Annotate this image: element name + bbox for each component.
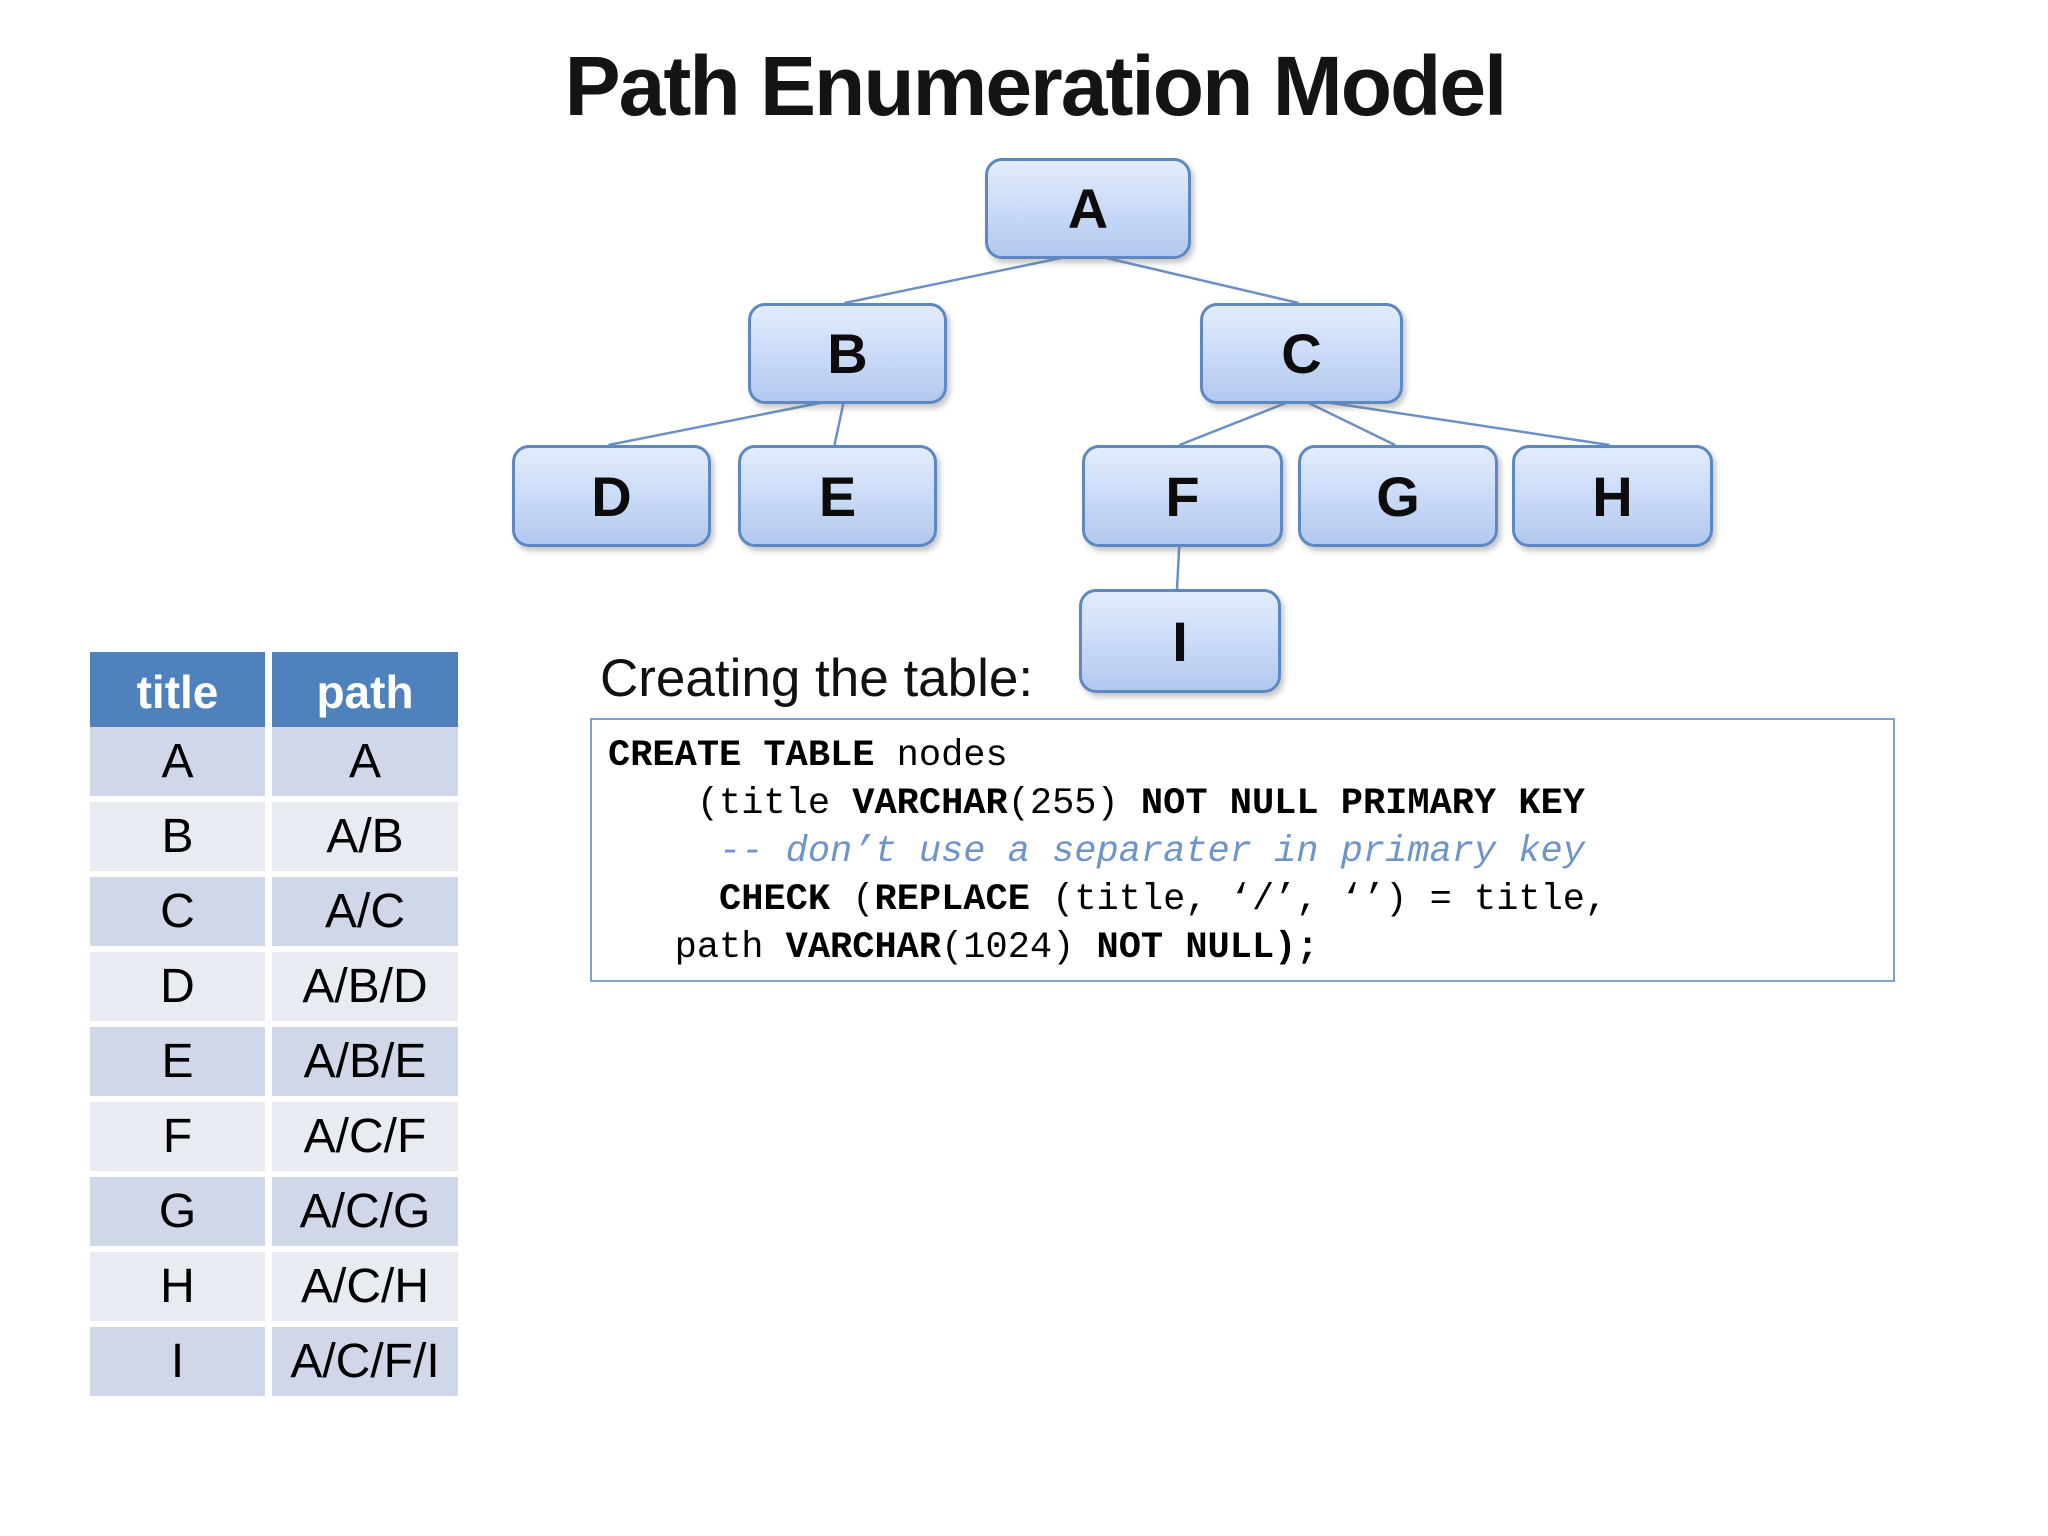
code-line: -- don’t use a separater in primary key: [608, 828, 1893, 876]
code-section-label: Creating the table:: [600, 649, 1034, 708]
code-keyword: REPLACE: [874, 879, 1030, 921]
code-keyword: CREATE TABLE: [608, 735, 875, 777]
code-keyword: NOT NULL PRIMARY KEY: [1140, 783, 1585, 825]
tree-node-e: E: [738, 445, 937, 547]
tree-node-label: E: [818, 464, 857, 528]
tree-node-b: B: [748, 303, 947, 404]
code-text: (: [830, 879, 875, 921]
table-cell-path: A/C/H: [272, 1252, 458, 1321]
code-text: path: [608, 927, 786, 969]
code-line: CHECK (REPLACE (title, ‘/’, ‘’) = title,: [608, 876, 1893, 924]
tree-node-g: G: [1298, 445, 1498, 547]
code-text: nodes: [874, 735, 1008, 777]
table-cell-title: H: [90, 1252, 265, 1321]
table-cell-path: A/C/F: [272, 1102, 458, 1171]
table-cell-title: G: [90, 1177, 265, 1246]
tree-edge-c-g: [1297, 396, 1396, 447]
tree-node-i: I: [1079, 589, 1281, 693]
table-cell-title: B: [90, 802, 265, 871]
code-comment: -- don’t use a separater in primary key: [608, 831, 1585, 873]
table-cell-title: I: [90, 1327, 265, 1396]
code-line: path VARCHAR(1024) NOT NULL);: [608, 924, 1893, 972]
code-keyword: VARCHAR: [785, 927, 942, 969]
table-cell-path: A/C/G: [272, 1177, 458, 1246]
sql-code-box: CREATE TABLE nodes (title VARCHAR(255) N…: [590, 718, 1895, 982]
tree-node-label: C: [1281, 322, 1322, 385]
tree-edge-a-c: [1084, 251, 1299, 305]
table-cell-path: A/C/F/I: [272, 1327, 458, 1396]
tree-edge-f-i: [1175, 540, 1181, 590]
table-header-title: title: [90, 652, 265, 732]
table-cell-path: A/C: [272, 877, 458, 946]
tree-edge-c-h: [1298, 396, 1610, 447]
code-text: (title, ‘/’, ‘’) = title,: [1029, 879, 1608, 921]
tree-edge-c-f: [1179, 396, 1299, 447]
code-text: (title: [608, 783, 853, 825]
code-keyword: NOT NULL);: [1096, 927, 1319, 969]
table-header-path: path: [272, 652, 458, 732]
table-cell-title: E: [90, 1027, 265, 1096]
tree-node-label: I: [1172, 609, 1188, 673]
tree-edge-b-d: [608, 396, 845, 447]
table-cell-path: A/B: [272, 802, 458, 871]
tree-node-label: D: [591, 464, 632, 528]
table-cell-title: F: [90, 1102, 265, 1171]
tree-node-a: A: [985, 158, 1191, 259]
tree-node-label: A: [1067, 177, 1109, 240]
code-text: [608, 879, 719, 921]
code-text: (1024): [941, 927, 1097, 969]
tree-edge-a-b: [844, 251, 1086, 305]
code-keyword: VARCHAR: [852, 783, 1008, 825]
table-cell-path: A/B/E: [272, 1027, 458, 1096]
tree-node-label: H: [1592, 464, 1633, 528]
tree-node-label: B: [827, 322, 868, 385]
table-cell-title: A: [90, 727, 265, 796]
code-line: (title VARCHAR(255) NOT NULL PRIMARY KEY: [608, 780, 1893, 828]
tree-node-d: D: [512, 445, 711, 547]
table-cell-path: A: [272, 727, 458, 796]
tree-node-f: F: [1082, 445, 1283, 547]
code-keyword: CHECK: [719, 879, 831, 921]
table-cell-title: D: [90, 952, 265, 1021]
table-cell-title: C: [90, 877, 265, 946]
tree-edge-b-e: [833, 397, 846, 446]
tree-node-c: C: [1200, 303, 1403, 404]
code-text: (255): [1007, 783, 1141, 825]
tree-node-h: H: [1512, 445, 1713, 547]
code-line: CREATE TABLE nodes: [608, 732, 1893, 780]
tree-node-label: G: [1376, 464, 1420, 528]
page-title: Path Enumeration Model: [564, 39, 1508, 133]
tree-node-label: F: [1165, 464, 1200, 528]
table-cell-path: A/B/D: [272, 952, 458, 1021]
